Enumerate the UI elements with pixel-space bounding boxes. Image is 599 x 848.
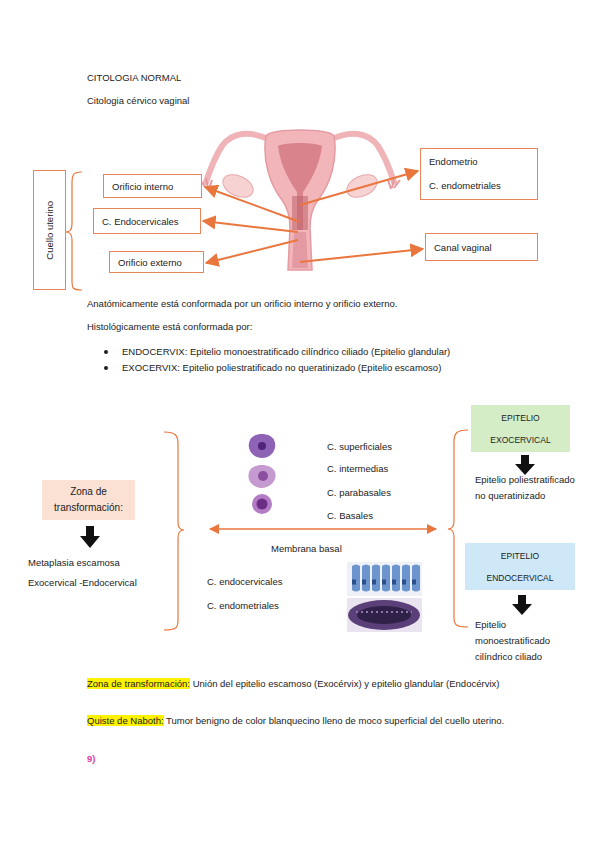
node-text: C. endometriales — [429, 174, 501, 198]
callout-box: Orificio interno — [103, 174, 202, 198]
text-label: Metaplasia escamosa — [28, 555, 120, 570]
callout-box: C. Endocervicales — [93, 208, 201, 234]
callout-box: Canal vaginal — [425, 233, 538, 261]
vertical-box: Cuello uterino — [33, 170, 66, 290]
down-arrow — [80, 526, 100, 548]
text-label: Anatómicamente está conformada por un or… — [87, 296, 398, 311]
text-label: C. parabasales — [327, 485, 391, 500]
cell-images — [248, 434, 275, 514]
note-number: 9) — [87, 751, 95, 766]
node-text: Zona de transformación: — [42, 484, 135, 516]
paragraph: Quiste de Naboth: Tumor benigno de color… — [87, 713, 507, 728]
header-box: EPITELIO EXOCERVICAL — [471, 405, 570, 452]
text-label: Exocervical -Endocervical — [28, 575, 137, 590]
page-title: CITOLOGIA NORMAL — [87, 70, 181, 85]
highlight-term: Zona de transformación: — [87, 678, 190, 689]
text-label: C. superficiales — [327, 439, 392, 454]
text-label: C. intermedias — [327, 461, 388, 476]
text-label: Epitelio poliestratificado no queratiniz… — [475, 472, 575, 504]
body-text: Unión del epitelio escamoso (Exocérvix) … — [193, 678, 500, 689]
node-text: EPITELIO EXOCERVICAL — [481, 407, 560, 451]
leader-arrows — [203, 171, 423, 263]
text-label: EXOCERVIX: Epitelio poliestratificado no… — [122, 360, 441, 375]
down-arrow — [512, 595, 532, 615]
text-label: Epitelio monoestratificado cilíndrico ci… — [475, 617, 567, 665]
node-text: Orificio externo — [118, 257, 182, 268]
leader-arrow — [203, 221, 298, 232]
text-label: C. endocervicales — [207, 574, 283, 589]
text-label: C. Basales — [327, 508, 373, 523]
bullet — [104, 366, 108, 370]
bracket — [66, 172, 82, 290]
bracket — [448, 430, 468, 627]
leader-arrow — [205, 187, 300, 222]
text-label: Membrana basal — [271, 541, 342, 556]
node-text: Canal vaginal — [434, 242, 492, 253]
text-label: Histológicamente está conformada por: — [87, 319, 252, 334]
text-label: ENDOCERVIX: Epitelio monoestratificado c… — [122, 344, 450, 359]
epithelium-images — [347, 562, 422, 632]
highlight-term: Quiste de Naboth: — [87, 715, 164, 726]
leader-arrow — [300, 171, 418, 205]
text-label: C. endometriales — [207, 598, 279, 613]
text-label: Citologia cérvico vaginal — [87, 93, 189, 108]
node-text: EPITELIO ENDOCERVICAL — [477, 545, 563, 589]
down-arrow — [515, 455, 535, 475]
header-box: EPITELIO ENDOCERVICAL — [465, 543, 575, 590]
bullet — [104, 350, 108, 354]
bracket — [164, 432, 184, 630]
double-arrow — [210, 528, 436, 530]
paragraph: Zona de transformación: Unión del epitel… — [87, 676, 507, 691]
callout-box: Orificio externo — [109, 251, 204, 273]
node-text: Orificio interno — [112, 181, 173, 192]
body-text: Tumor benigno de color blanquecino lleno… — [166, 715, 504, 726]
node-text: Cuello uterino — [44, 201, 55, 260]
callout-box: EndometrioC. endometriales — [420, 148, 538, 200]
leader-arrow — [206, 240, 298, 263]
highlight-box: Zona de transformación: — [42, 480, 135, 520]
node-text: Endometrio — [429, 150, 478, 174]
uterus-illustration — [200, 130, 400, 270]
node-text: C. Endocervicales — [102, 216, 179, 227]
leader-arrow — [300, 249, 423, 262]
